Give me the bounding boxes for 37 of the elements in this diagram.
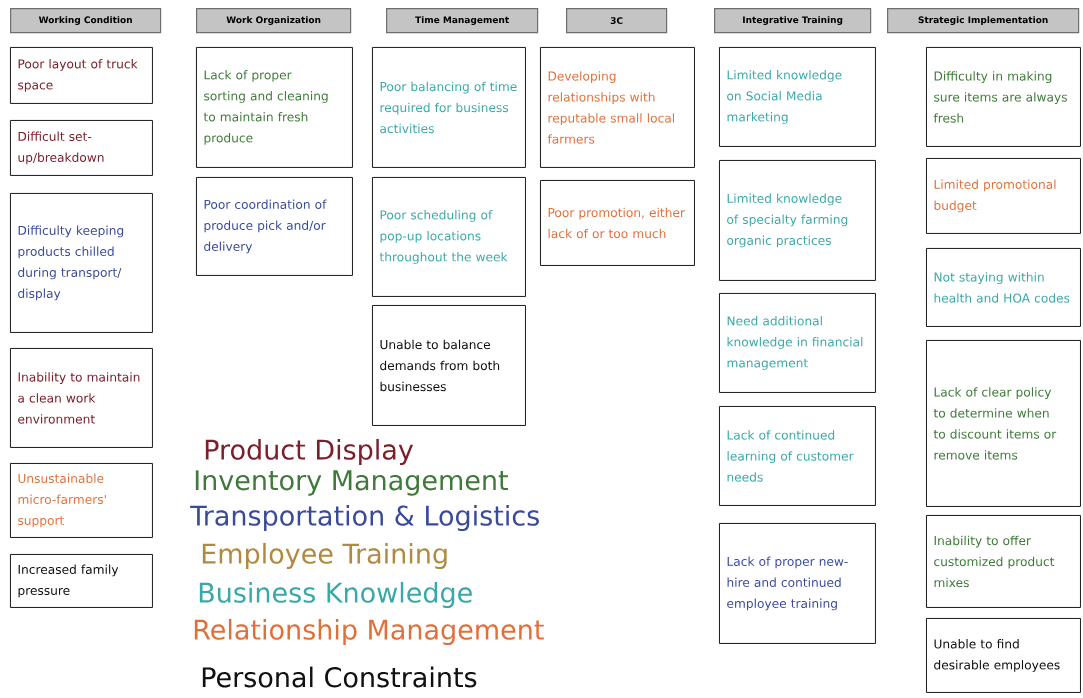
issue-box: Limited knowledge of specialty farming organic practices (719, 160, 876, 281)
issue-box: Poor layout of truck space (10, 47, 153, 104)
issue-box: Inability to maintain a clean work environment (10, 348, 153, 448)
issue-box: Difficult set-up/breakdown (10, 120, 153, 176)
issue-box: Increased family pressure (10, 554, 153, 608)
legend-entry: Business Knowledge (199, 581, 472, 609)
issue-box: Difficulty in making sure items are always fresh (926, 47, 1081, 147)
issue-box: Lack of proper new-hire and continued employee training (719, 523, 876, 644)
issue-box: Poor coordination of produce pick and/or delivery (196, 177, 353, 276)
category-header: Work Organization (196, 8, 352, 34)
issue-box: Unable to find desirable employees (926, 618, 1081, 693)
issue-box: Inability to offer customized product mixes (926, 515, 1081, 608)
category-header: Time Management (386, 8, 539, 34)
issue-box: Difficulty keeping products chilled during transport/ display (10, 193, 153, 333)
issue-box: Poor balancing of time required for business activities (372, 47, 526, 168)
category-header: Integrative Training (714, 8, 872, 34)
legend-entry: Relationship Management (194, 618, 544, 646)
issue-box: Need additional knowledge in financial management (719, 293, 876, 393)
issue-box: Unable to balance demands from both businesses (372, 305, 526, 426)
legend-entry: Personal Constraints (202, 666, 477, 688)
legend-entry: Transportation & Logistics (190, 504, 539, 532)
issue-box: Limited promotional budget (926, 158, 1081, 234)
issue-box: Limited knowledge on Social Media marketing (719, 47, 876, 147)
category-header: Strategic Implementation (887, 8, 1080, 34)
issue-box: Lack of clear policy to determine when to discount items or remove items (926, 340, 1081, 507)
legend-entry: Product Display (205, 438, 414, 466)
issue-box: Not staying within health and HOA codes (926, 248, 1081, 327)
category-header: 3C (566, 8, 668, 34)
legend-entry: Employee Training (202, 542, 447, 570)
issue-box: Lack of continued learning of customer needs (719, 406, 876, 506)
issue-box: Unsustainable micro-farmers' support (10, 463, 153, 538)
issue-box: Lack of proper sorting and cleaning to maintain fresh produce (196, 47, 353, 168)
legend-entry: Inventory Management (195, 470, 508, 496)
issue-box: Poor scheduling of pop-up locations throughout the week (372, 177, 526, 297)
issue-box: Developing relationships with reputable small local farmers (540, 47, 695, 168)
issue-box: Poor promotion, either lack of or too much (540, 180, 695, 266)
category-header: Working Condition (10, 8, 162, 34)
